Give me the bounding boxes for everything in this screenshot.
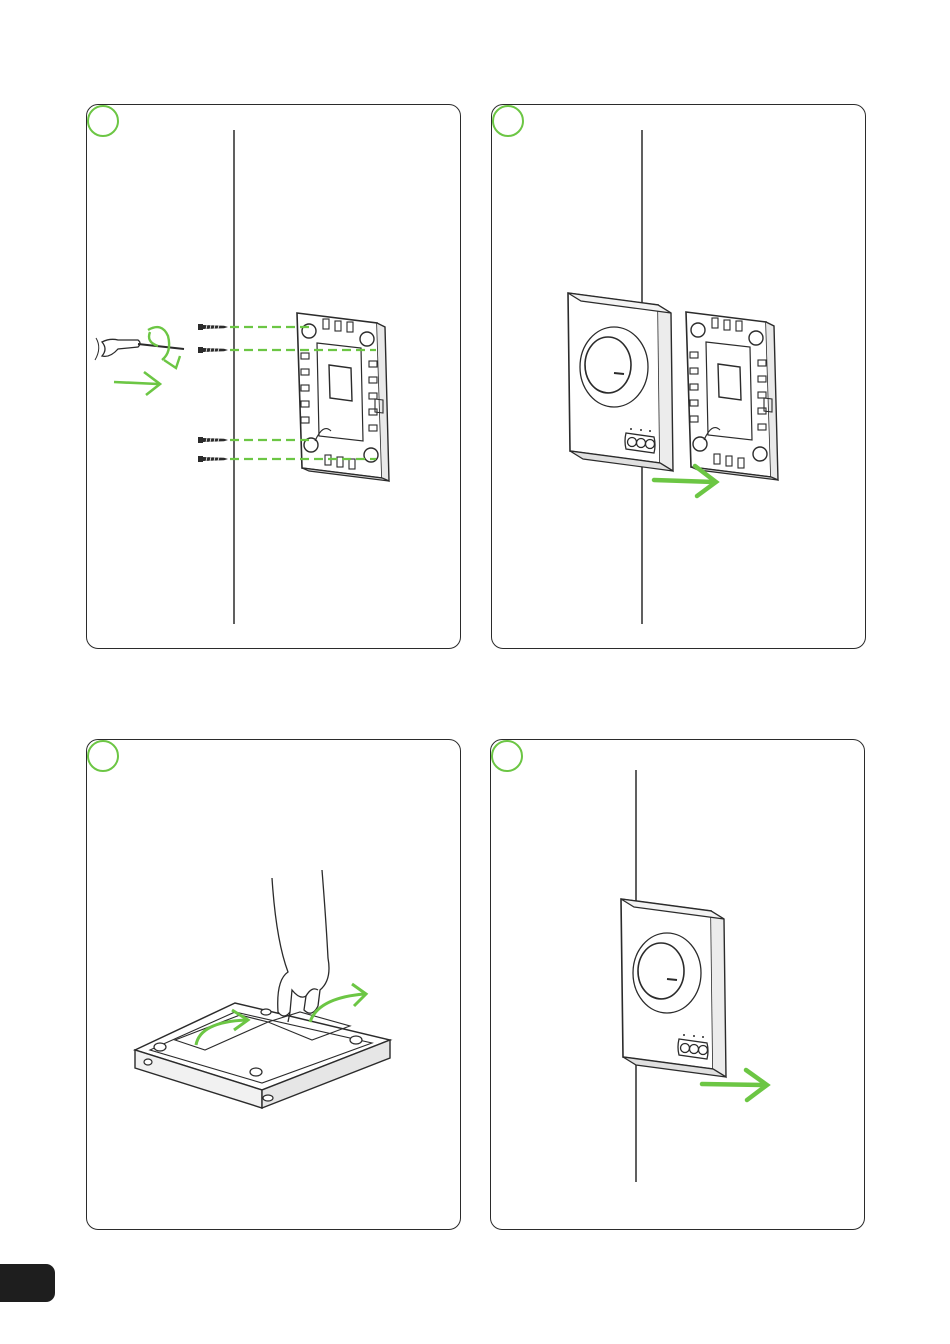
- page-tab: [0, 1264, 55, 1302]
- step-4-badge: [491, 740, 523, 772]
- step-2-illustration: [568, 130, 778, 624]
- step-3-illustration: [135, 870, 390, 1108]
- dimmer-unit: [568, 293, 673, 471]
- screwdriver-icon: [95, 338, 184, 360]
- step-1-badge: [87, 105, 119, 137]
- dimmer-unit: [621, 899, 726, 1077]
- base-plate: [297, 313, 389, 481]
- step-4-illustration: [621, 770, 767, 1182]
- arrow-icon: [114, 372, 160, 395]
- step-3-badge: [87, 740, 119, 772]
- screw-icon: [198, 324, 228, 462]
- base-plate: [686, 312, 778, 480]
- hand-icon: [272, 870, 329, 1022]
- base-plate-flat: [135, 1003, 390, 1108]
- step-1-illustration: [95, 130, 389, 624]
- step-2-badge: [492, 105, 524, 137]
